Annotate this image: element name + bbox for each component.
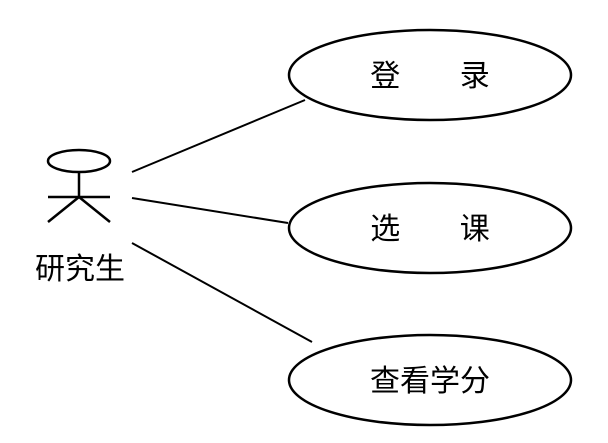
use-case-view-credits-label: 查看学分 bbox=[370, 364, 490, 399]
actor-label: 研究生 bbox=[35, 252, 125, 287]
actor-graduate-student bbox=[46, 148, 112, 223]
use-case-select-course-label: 选 课 bbox=[370, 212, 490, 247]
actor-right-leg bbox=[78, 196, 111, 223]
actor-left-leg bbox=[47, 196, 80, 223]
association-login bbox=[131, 99, 306, 173]
use-case-select-course bbox=[287, 181, 573, 275]
use-case-login-label: 登 录 bbox=[370, 59, 490, 94]
use-case-login bbox=[287, 28, 573, 122]
actor-head bbox=[46, 148, 112, 174]
association-select-course bbox=[131, 197, 289, 224]
use-case-view-credits bbox=[287, 333, 573, 427]
association-view-credits bbox=[131, 242, 313, 343]
